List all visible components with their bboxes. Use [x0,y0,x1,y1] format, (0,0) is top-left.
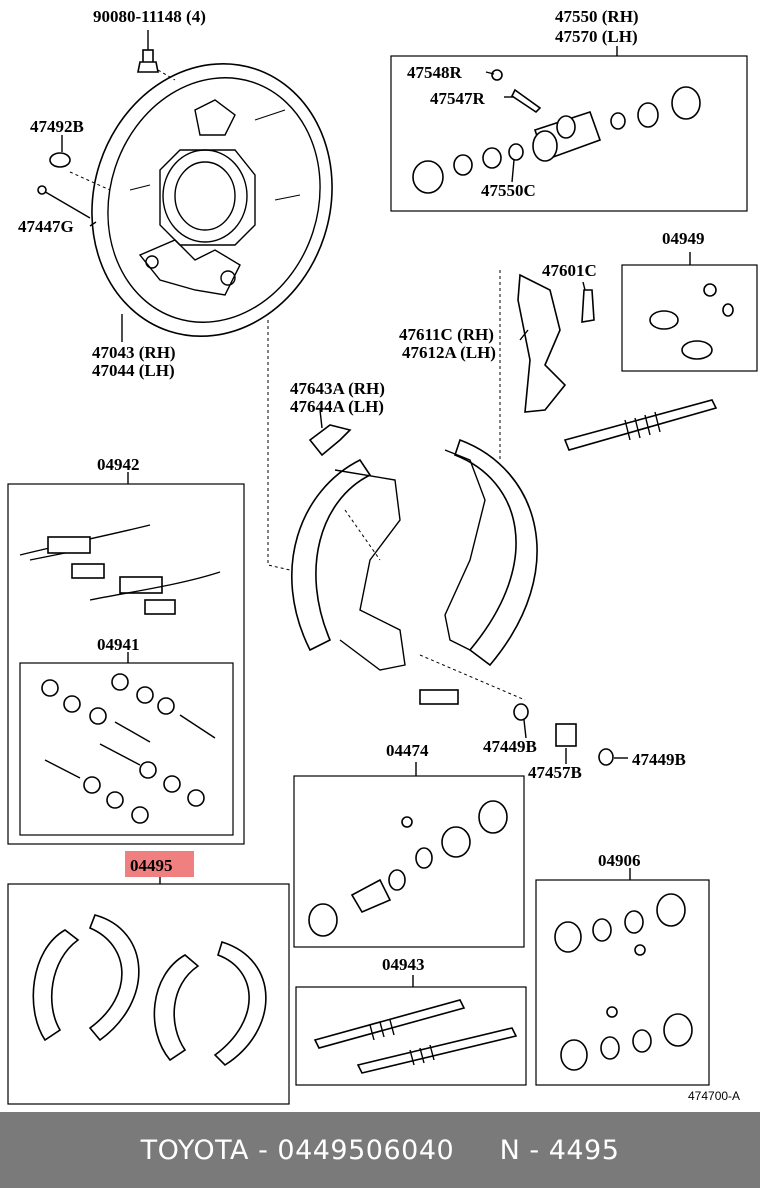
kit-04942-box [7,483,245,845]
part-number-highlight [125,851,194,877]
adjuster-part[interactable] [563,399,718,451]
shoe-set-04495-box [7,883,290,1105]
label-04942: 04942 [97,455,140,474]
kit-04474-box [293,775,525,948]
kit-04941-box [19,662,234,836]
label-04495: 04495 [130,856,173,875]
adjuster-kit-04943[interactable] [313,999,518,1074]
bolt-part[interactable] [137,30,176,81]
kit-04943-box [295,986,527,1086]
brake-shoe-left[interactable] [290,458,406,671]
label-04949: 04949 [662,229,705,248]
label-47043: 47043 (RH) [92,343,176,362]
label-04474: 04474 [386,741,429,760]
wheel-cylinder-box [390,55,748,212]
label-47492: 47492B [30,117,84,136]
spring-set[interactable] [19,524,221,615]
label-47449-a: 47449B [483,737,537,756]
strut-part[interactable] [581,289,595,323]
brake-shoe-right[interactable] [444,438,538,667]
label-04906: 04906 [598,851,641,870]
label-47548: 47548R [407,63,463,82]
label-47547: 47547R [430,89,486,108]
backing-plate[interactable] [57,32,367,367]
label-47601: 47601C [542,261,597,280]
kit-04949-parts[interactable] [649,283,734,360]
pin-part[interactable] [37,171,111,219]
label-47611: 47611C (RH) [399,325,494,344]
label-47570: 47570 (LH) [555,27,638,46]
plug-part[interactable] [49,135,71,168]
kit-04906-parts[interactable] [554,893,693,1071]
shoe-set-04495[interactable] [32,914,267,1067]
label-47457: 47457B [528,763,582,782]
label-47643: 47643A (RH) [290,379,385,398]
footer-part-number: TOYOTA - 0449506040 N - 4495 [140,1134,620,1166]
footer-bar: TOYOTA - 0449506040 N - 4495 [0,1112,760,1188]
parking-brake-lever[interactable] [499,270,567,460]
wheel-cylinder-part[interactable] [412,69,701,194]
label-47550c: 47550C [481,181,536,200]
label-47550: 47550 (RH) [555,7,639,26]
label-90080: 90080-11148 (4) [93,7,206,26]
hold-down-kit[interactable] [41,673,216,824]
reference-code: 474700-A [688,1089,740,1103]
washer-47449-b[interactable] [598,748,628,766]
label-47449-b: 47449B [632,750,686,769]
return-spring[interactable] [419,689,459,705]
spring-47457[interactable] [555,723,577,747]
cylinder-kit-04474[interactable] [308,800,508,937]
label-04943: 04943 [382,955,425,974]
retainer-clip[interactable] [308,424,352,457]
label-47044: 47044 (LH) [92,361,175,380]
kit-04906-box [535,879,710,1086]
label-47447: 47447G [18,217,74,236]
label-47612: 47612A (LH) [402,343,496,362]
label-04941: 04941 [97,635,140,654]
brake-parts-diagram: 90080-11148 (4) 47550 (RH) 47570 (LH) 47… [7,7,758,1105]
label-47644: 47644A (LH) [290,397,384,416]
washer-47449-a[interactable] [513,703,529,721]
